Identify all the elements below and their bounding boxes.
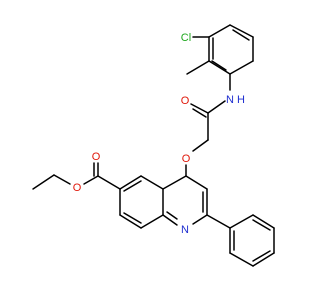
bonds bbox=[32, 24, 275, 267]
bond bbox=[252, 250, 271, 262]
bond bbox=[140, 175, 164, 190]
bond bbox=[252, 219, 271, 231]
bond bbox=[119, 214, 142, 229]
bond bbox=[229, 24, 254, 38]
ester-link-oxygen-label: O bbox=[73, 182, 82, 194]
bond bbox=[211, 60, 227, 71]
amide-hydrogen-label: H bbox=[237, 94, 245, 106]
molecule-structure: Cl N H O O O O N bbox=[32, 24, 275, 267]
bond bbox=[119, 175, 142, 190]
bond bbox=[192, 108, 207, 118]
bond bbox=[229, 214, 254, 229]
bond bbox=[162, 214, 178, 226]
bond bbox=[252, 252, 275, 267]
chlorine-atom-label: Cl bbox=[181, 32, 191, 44]
bond bbox=[229, 252, 254, 267]
structure-canvas: Cl N H O O O O N bbox=[32, 24, 275, 267]
bond bbox=[207, 100, 226, 114]
bond bbox=[208, 24, 231, 38]
amide-nitrogen-label: N bbox=[226, 94, 234, 106]
bond bbox=[192, 214, 208, 225]
bond bbox=[186, 60, 210, 75]
bond bbox=[123, 180, 142, 192]
bond bbox=[123, 212, 142, 224]
atom-labels: Cl N H O O O O N bbox=[73, 32, 245, 236]
bond bbox=[192, 139, 209, 152]
bond bbox=[229, 60, 254, 75]
bond bbox=[232, 29, 250, 41]
bond bbox=[162, 175, 187, 190]
bond bbox=[83, 175, 99, 185]
bond bbox=[185, 175, 208, 190]
ether-oxygen-label: O bbox=[182, 153, 191, 165]
bond bbox=[53, 174, 71, 185]
bond bbox=[166, 211, 178, 220]
bond bbox=[32, 174, 55, 190]
amide-oxygen-label: O bbox=[181, 95, 190, 107]
bond bbox=[97, 175, 121, 190]
bond bbox=[140, 214, 164, 229]
quinoline-nitrogen-label: N bbox=[181, 224, 189, 236]
bond bbox=[252, 214, 275, 229]
bond bbox=[190, 103, 209, 114]
ester-carbonyl-oxygen-label: O bbox=[92, 151, 101, 163]
bond bbox=[208, 60, 231, 75]
bond bbox=[206, 214, 231, 229]
